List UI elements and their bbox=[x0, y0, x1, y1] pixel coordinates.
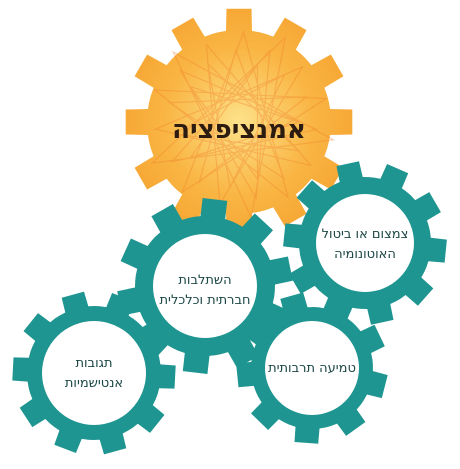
gear-autonomy-label-line1: צמצום או ביטול bbox=[322, 227, 409, 242]
gear-antisemitism-label-line2: אנטישמיות bbox=[65, 376, 123, 391]
gear-autonomy-label-line2: האוטונומיה bbox=[334, 247, 396, 262]
gear-autonomy-inner bbox=[316, 194, 414, 292]
central-gear-pattern-star bbox=[153, 42, 313, 206]
central-gear-label: אמנציפציה bbox=[172, 115, 306, 145]
gear-antisemitism-inner bbox=[42, 321, 146, 425]
gear-integration-label-line1: השתלבות bbox=[178, 273, 231, 288]
central-gear-pattern-star bbox=[172, 62, 301, 190]
central-gear-shape bbox=[125, 8, 353, 236]
gear-assimilation-inner bbox=[265, 321, 359, 415]
central-gear-pattern-star bbox=[170, 48, 319, 200]
central-gear-pattern-star bbox=[188, 63, 301, 181]
gear-autonomy: צמצום או ביטול האוטונומיה bbox=[283, 161, 447, 325]
central-gear-pattern bbox=[150, 30, 336, 220]
central-gear: אמנציפציה bbox=[125, 8, 353, 236]
gear-antisemitism: תגובות אנטישמיות bbox=[12, 291, 176, 455]
gear-assimilation: טמיעה תרבותית bbox=[236, 292, 388, 444]
gear-assimilation-label: טמיעה תרבותית bbox=[268, 361, 356, 376]
gear-integration-inner bbox=[153, 234, 257, 338]
central-gear-pattern-star bbox=[167, 48, 309, 184]
central-gear-pattern-star bbox=[150, 36, 336, 220]
central-gear-pattern-star bbox=[153, 30, 328, 200]
gear-integration-label-line2: חברתית וכלכלית bbox=[160, 293, 251, 308]
gear-antisemitism-label-line1: תגובות bbox=[75, 356, 112, 371]
